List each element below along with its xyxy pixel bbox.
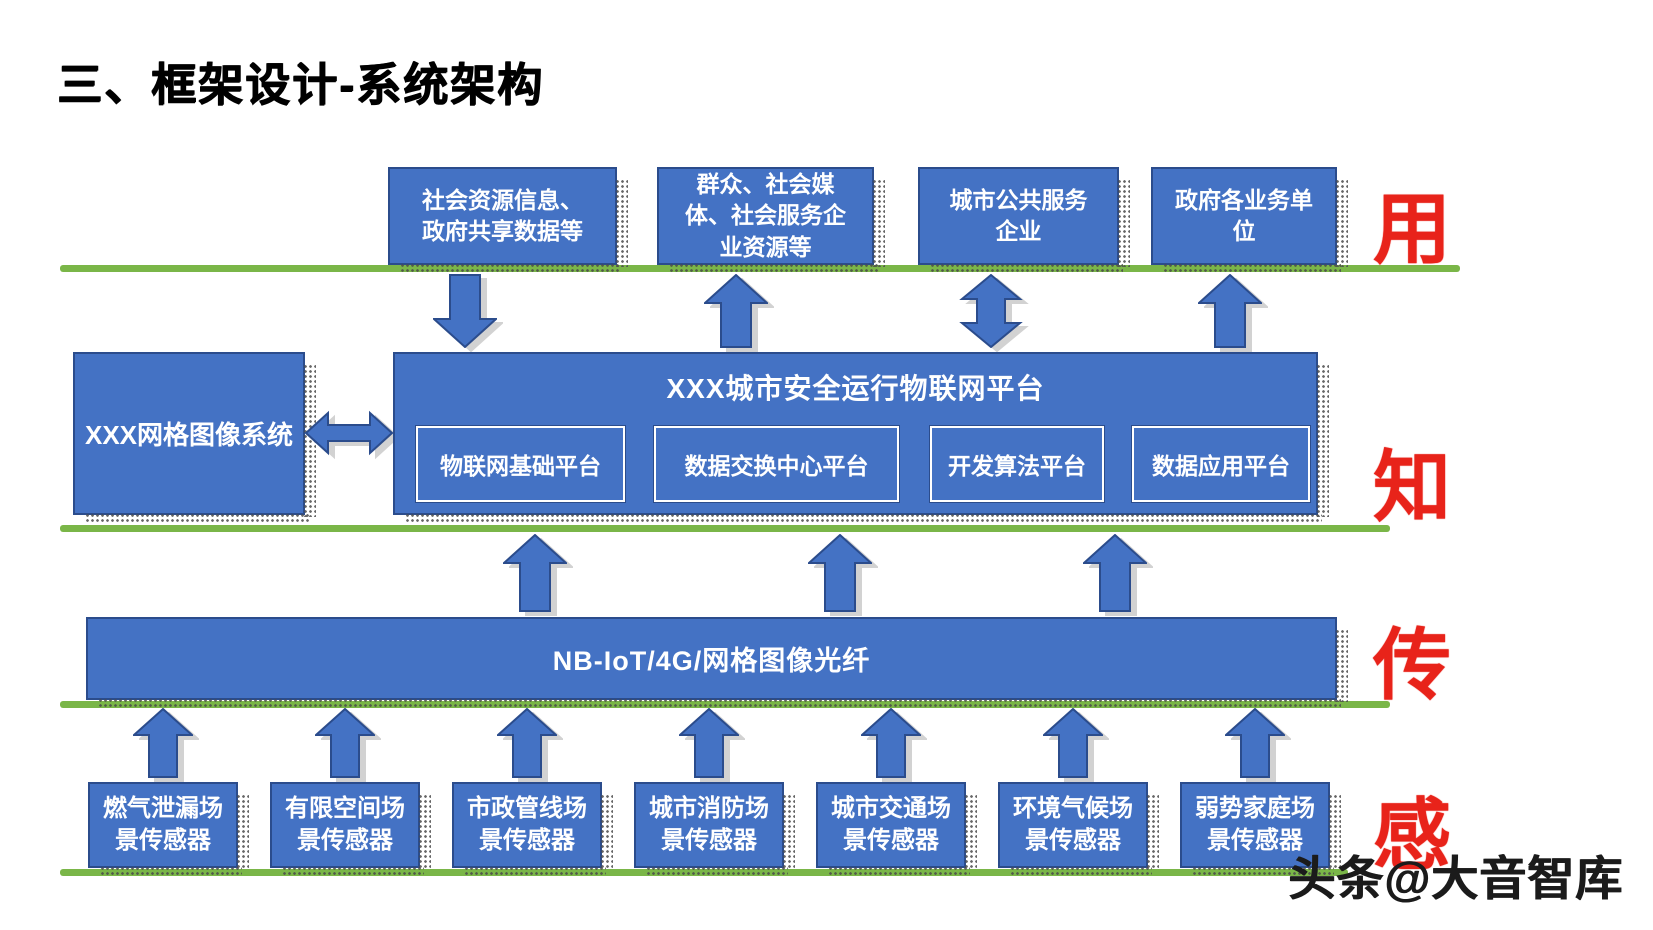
bidirectional-vertical-arrow <box>959 274 1023 348</box>
layer-divider-awareness <box>60 525 1390 532</box>
up-arrow <box>315 708 375 778</box>
sensor-box-label: 燃气泄漏场 景传感器 <box>103 794 223 854</box>
sub-platform-label: 物联网基础平台 <box>440 453 601 479</box>
sub-platform-iot-base: 物联网基础平台 <box>415 425 626 503</box>
sensor-box-gas-leak: 燃气泄漏场 景传感器 <box>88 782 249 877</box>
sensor-box-traffic: 城市交通场 景传感器 <box>816 782 977 877</box>
layer-divider-sensing <box>60 869 1348 876</box>
up-arrow <box>503 534 567 612</box>
sub-platform-label: 数据应用平台 <box>1152 453 1290 479</box>
layer-label-sensing: 感 <box>1373 791 1452 879</box>
bidirectional-horizontal-arrow <box>305 410 393 456</box>
network-bar: NB-IoT/4G/网格图像光纤 <box>86 617 1348 709</box>
iot-platform-title: XXX城市安全运行物联网平台 <box>666 373 1045 404</box>
down-arrow <box>433 274 497 348</box>
sensor-box-fire-protection: 城市消防场 景传感器 <box>634 782 795 877</box>
up-arrow <box>861 708 921 778</box>
sub-platform-label: 数据交换中心平台 <box>684 453 869 479</box>
up-arrow <box>704 274 768 348</box>
app-box-social-resources: 社会资源信息、 政府共享数据等 <box>388 167 628 274</box>
up-arrow <box>1083 534 1147 612</box>
layer-label-awareness: 知 <box>1373 443 1452 531</box>
app-box-label: 社会资源信息、 政府共享数据等 <box>422 186 583 244</box>
network-bar-label: NB-IoT/4G/网格图像光纤 <box>552 646 871 676</box>
app-box-government-units: 政府各业务单 位 <box>1151 167 1348 274</box>
up-arrow <box>1198 274 1262 348</box>
layer-label-application: 用 <box>1373 185 1452 273</box>
sensor-box-municipal-pipeline: 市政管线场 景传感器 <box>452 782 613 877</box>
sensor-box-environment-climate: 环境气候场 景传感器 <box>998 782 1159 877</box>
sensor-box-vulnerable-families: 弱势家庭场 景传感器 <box>1180 782 1341 877</box>
sensor-box-label: 有限空间场 景传感器 <box>285 794 405 854</box>
app-box-city-service-enterprises: 城市公共服务 企业 <box>918 167 1130 274</box>
sensor-box-label: 城市交通场 景传感器 <box>831 794 951 854</box>
app-box-public-media: 群众、社会媒 体、社会服务企 业资源等 <box>657 167 885 274</box>
up-arrow <box>808 534 872 612</box>
layer-label-transmission: 传 <box>1373 621 1452 709</box>
sub-platform-data-exchange: 数据交换中心平台 <box>653 425 900 503</box>
up-arrow <box>133 708 193 778</box>
page-title: 三、框架设计-系统架构 <box>57 59 544 110</box>
sensor-box-label: 环境气候场 景传感器 <box>1013 794 1133 854</box>
up-arrow <box>1225 708 1285 778</box>
sensor-box-label: 城市消防场 景传感器 <box>649 794 769 854</box>
app-box-label: 群众、社会媒 体、社会服务企 业资源等 <box>685 171 846 260</box>
sensor-box-confined-space: 有限空间场 景传感器 <box>270 782 431 877</box>
up-arrow <box>1043 708 1103 778</box>
up-arrow <box>679 708 739 778</box>
iot-platform-box: XXX城市安全运行物联网平台 物联网基础平台 数据交换中心平台 开发算法平台 数… <box>393 352 1329 524</box>
watermark: 头条@大音智库 <box>1288 852 1623 905</box>
app-box-label: 城市公共服务 企业 <box>949 186 1088 244</box>
sub-platform-data-application: 数据应用平台 <box>1131 425 1311 503</box>
sub-platform-label: 开发算法平台 <box>948 453 1086 479</box>
grid-image-system-label: XXX网格图像系统 <box>84 420 294 450</box>
sensor-box-label: 弱势家庭场 景传感器 <box>1195 794 1315 854</box>
app-box-label: 政府各业务单 位 <box>1175 186 1313 244</box>
sub-platform-algorithm-dev: 开发算法平台 <box>929 425 1105 503</box>
layer-divider-transmission <box>60 701 1390 708</box>
up-arrow <box>497 708 557 778</box>
layer-divider-application <box>60 265 1460 272</box>
sensor-box-label: 市政管线场 景传感器 <box>467 794 587 854</box>
grid-image-system-box: XXX网格图像系统 <box>73 352 316 524</box>
